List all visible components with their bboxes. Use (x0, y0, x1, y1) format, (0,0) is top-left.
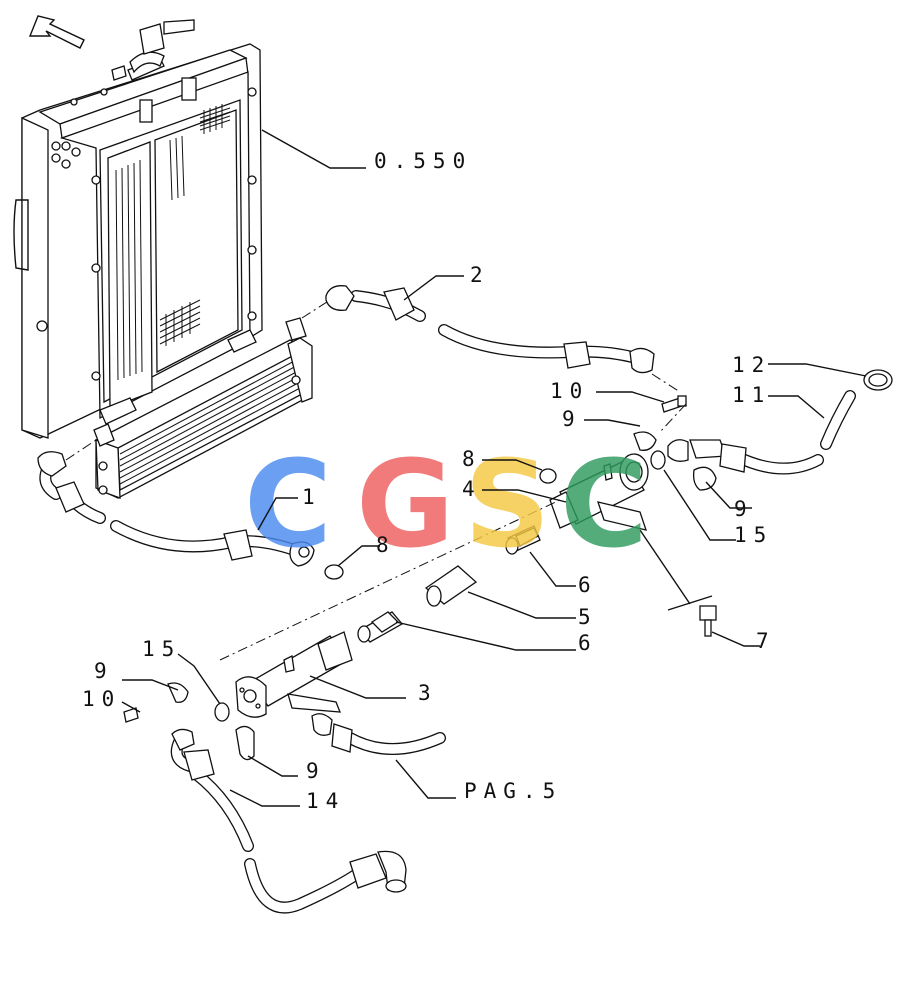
callout-9-left: 9 (94, 659, 114, 683)
callout-4: 4 (462, 477, 482, 501)
callout-9-right: 9 (734, 497, 754, 521)
callout-12: 12 (732, 353, 771, 377)
callout-7: 7 (756, 629, 776, 653)
callout-11: 11 (732, 383, 771, 407)
o-ring-15-upper (650, 450, 666, 470)
callout-15-lower: 15 (142, 637, 181, 661)
arrow-up-left-icon (28, 15, 85, 49)
callout-6-lower: 6 (578, 631, 598, 655)
callout-9-lower: 9 (306, 759, 326, 783)
spacer-5 (424, 565, 478, 607)
manifold-3 (123, 631, 353, 761)
watermark-letter-c1: C (244, 436, 332, 575)
callout-14: 14 (306, 789, 345, 813)
o-ring-15-lower (214, 702, 230, 722)
fitting-6-lower (357, 611, 403, 643)
watermark-letter-s: S (464, 436, 550, 575)
fitting-6-upper (505, 525, 541, 555)
watermark-letter-g: G (356, 436, 455, 575)
hose-11 (633, 369, 893, 491)
hose-14 (170, 728, 407, 914)
callout-2: 2 (470, 263, 490, 287)
callout-9-upper: 9 (562, 407, 582, 431)
hose-1 (37, 439, 315, 567)
callout-1: 1 (302, 485, 322, 509)
leader-lines (121, 129, 867, 807)
watermark-letter-c2: C (560, 436, 648, 575)
callout-10-upper: 10 (550, 379, 589, 403)
callout-8-lower: 8 (376, 533, 396, 557)
callout-pag5: PAG.5 (464, 779, 562, 803)
watermark-logo: C G S C (244, 436, 648, 575)
o-ring-8-upper (539, 468, 557, 484)
callout-15-upper: 15 (734, 523, 773, 547)
callout-10-lower: 10 (82, 687, 121, 711)
bolt-7 (699, 605, 717, 637)
hose-pag5 (311, 713, 446, 755)
bolt-10-upper (659, 395, 687, 433)
callout-6-upper: 6 (578, 573, 598, 597)
oil-cooler (93, 317, 313, 499)
callout-5: 5 (578, 605, 598, 629)
callout-3: 3 (418, 681, 438, 705)
hose-2 (301, 285, 681, 393)
o-ring-8-lower (324, 564, 344, 580)
radiator (13, 19, 263, 439)
callout-8-upper: 8 (462, 447, 482, 471)
fitting-4 (549, 453, 713, 611)
callout-0550: 0.550 (374, 149, 472, 173)
